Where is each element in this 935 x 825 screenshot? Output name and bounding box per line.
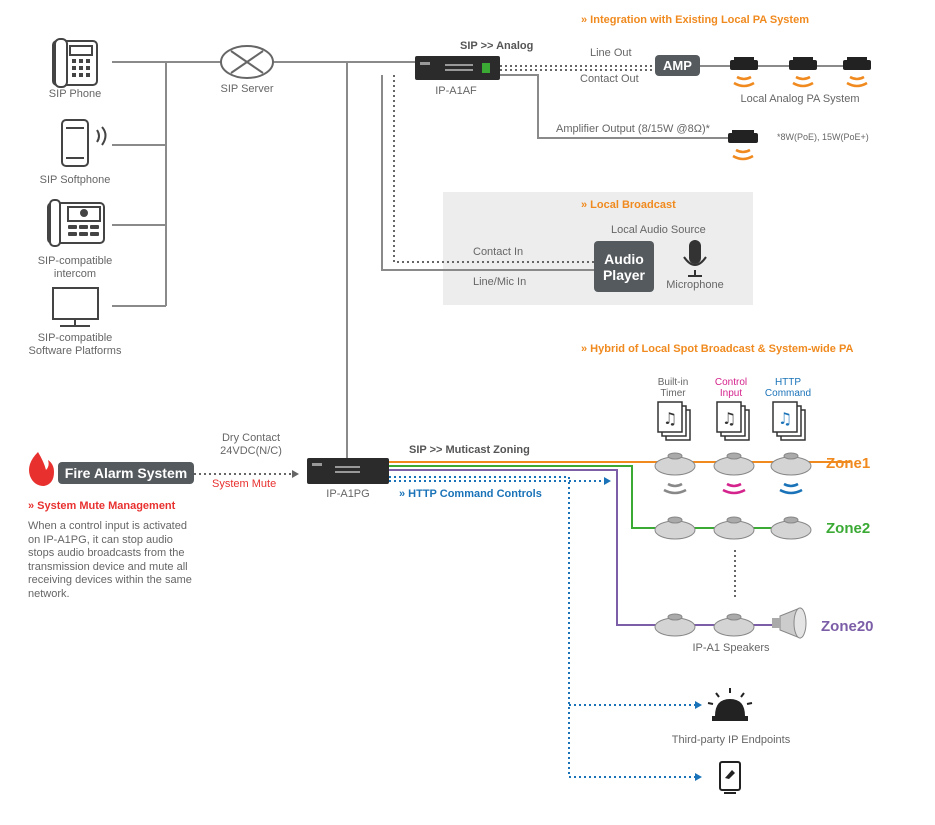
intercom-icon bbox=[47, 199, 105, 247]
contact-out-label: Contact Out bbox=[580, 73, 639, 85]
alarm-light-icon bbox=[707, 688, 753, 721]
analog-speaker-icon bbox=[728, 57, 871, 143]
poe-note: *8W(PoE), 15W(PoE+) bbox=[777, 132, 869, 142]
ip-a1pg-label: IP-A1PG bbox=[326, 488, 370, 500]
http-command-label-1: HTTP bbox=[774, 377, 802, 388]
smartphone-icon bbox=[61, 119, 107, 167]
local-audio-source-label: Local Audio Source bbox=[611, 224, 706, 236]
horn-speaker-icon bbox=[772, 607, 807, 639]
mute-description: When a control input is activated on IP-… bbox=[28, 520, 192, 600]
audio-player-label-1: Audio bbox=[604, 250, 644, 267]
monitor-icon bbox=[52, 287, 99, 327]
control-input-label-2: Input bbox=[719, 388, 743, 399]
ceiling-speaker-icon bbox=[654, 452, 812, 637]
sip-intercom-label-2: intercom bbox=[53, 268, 97, 280]
sip-software-label-1: SIP-compatible bbox=[37, 332, 113, 344]
hybrid-header: » Hybrid of Local Spot Broadcast & Syste… bbox=[581, 343, 854, 355]
zone2-label: Zone2 bbox=[826, 520, 871, 537]
control-input-file-icon: ♫ bbox=[716, 401, 750, 441]
ip-a1af-device bbox=[415, 56, 500, 80]
sip-softphone-label: SIP Softphone bbox=[39, 174, 111, 186]
digital-sign-icon bbox=[719, 761, 741, 794]
line-mic-in-label: Line/Mic In bbox=[473, 276, 527, 288]
contact-in-label: Contact In bbox=[473, 246, 524, 258]
third-party-label: Third-party IP Endpoints bbox=[671, 734, 791, 746]
http-controls-label: » HTTP Command Controls bbox=[399, 488, 542, 500]
amp-box: AMP bbox=[655, 55, 700, 76]
built-in-timer-label-2: Timer bbox=[660, 388, 686, 399]
zone1-label: Zone1 bbox=[826, 455, 871, 472]
audio-player-label-2: Player bbox=[602, 266, 646, 283]
dry-contact-label-2: 24VDC(N/C) bbox=[220, 445, 282, 457]
http-command-file-icon: ♫ bbox=[772, 401, 806, 441]
dry-contact-label-1: Dry Contact bbox=[221, 432, 281, 444]
sip-intercom-label-1: SIP-compatible bbox=[37, 255, 113, 267]
local-analog-pa-label: Local Analog PA System bbox=[740, 93, 860, 105]
sip-multicast-label: SIP >> Muticast Zoning bbox=[409, 444, 530, 456]
integration-header: » Integration with Existing Local PA Sys… bbox=[581, 14, 809, 26]
orange-sound-wave-icon bbox=[732, 75, 868, 161]
line-out-label: Line Out bbox=[590, 47, 632, 59]
zone20-label: Zone20 bbox=[821, 618, 874, 635]
ip-a1af-label: IP-A1AF bbox=[435, 85, 477, 97]
fire-icon bbox=[29, 452, 54, 486]
sip-analog-label: SIP >> Analog bbox=[460, 40, 534, 52]
mute-title: » System Mute Management bbox=[28, 500, 176, 512]
microphone-label: Microphone bbox=[666, 279, 724, 291]
ip-a1-speakers-label: IP-A1 Speakers bbox=[692, 642, 770, 654]
svg-text:♫: ♫ bbox=[722, 409, 736, 428]
sip-software-label-2: Software Platforms bbox=[28, 345, 122, 357]
amp-output-label: Amplifier Output (8/15W @8Ω)* bbox=[556, 123, 710, 135]
sip-server-icon bbox=[220, 45, 274, 79]
svg-text:♫: ♫ bbox=[778, 409, 792, 428]
sip-server-label: SIP Server bbox=[220, 83, 274, 95]
sip-phone-icon bbox=[52, 38, 98, 88]
timer-file-icon: ♫ bbox=[657, 401, 691, 441]
system-mute-label: System Mute bbox=[212, 478, 277, 490]
http-command-label-2: Command bbox=[764, 388, 812, 399]
microphone-icon bbox=[683, 240, 707, 277]
built-in-timer-label-1: Built-in bbox=[657, 377, 689, 388]
sip-phone-label: SIP Phone bbox=[48, 88, 102, 100]
audio-player-box: Audio Player bbox=[594, 241, 654, 292]
control-input-label-1: Control bbox=[714, 377, 748, 388]
local-broadcast-header: » Local Broadcast bbox=[581, 199, 676, 211]
fire-alarm-box: Fire Alarm System bbox=[58, 462, 194, 484]
svg-text:♫: ♫ bbox=[663, 409, 677, 428]
